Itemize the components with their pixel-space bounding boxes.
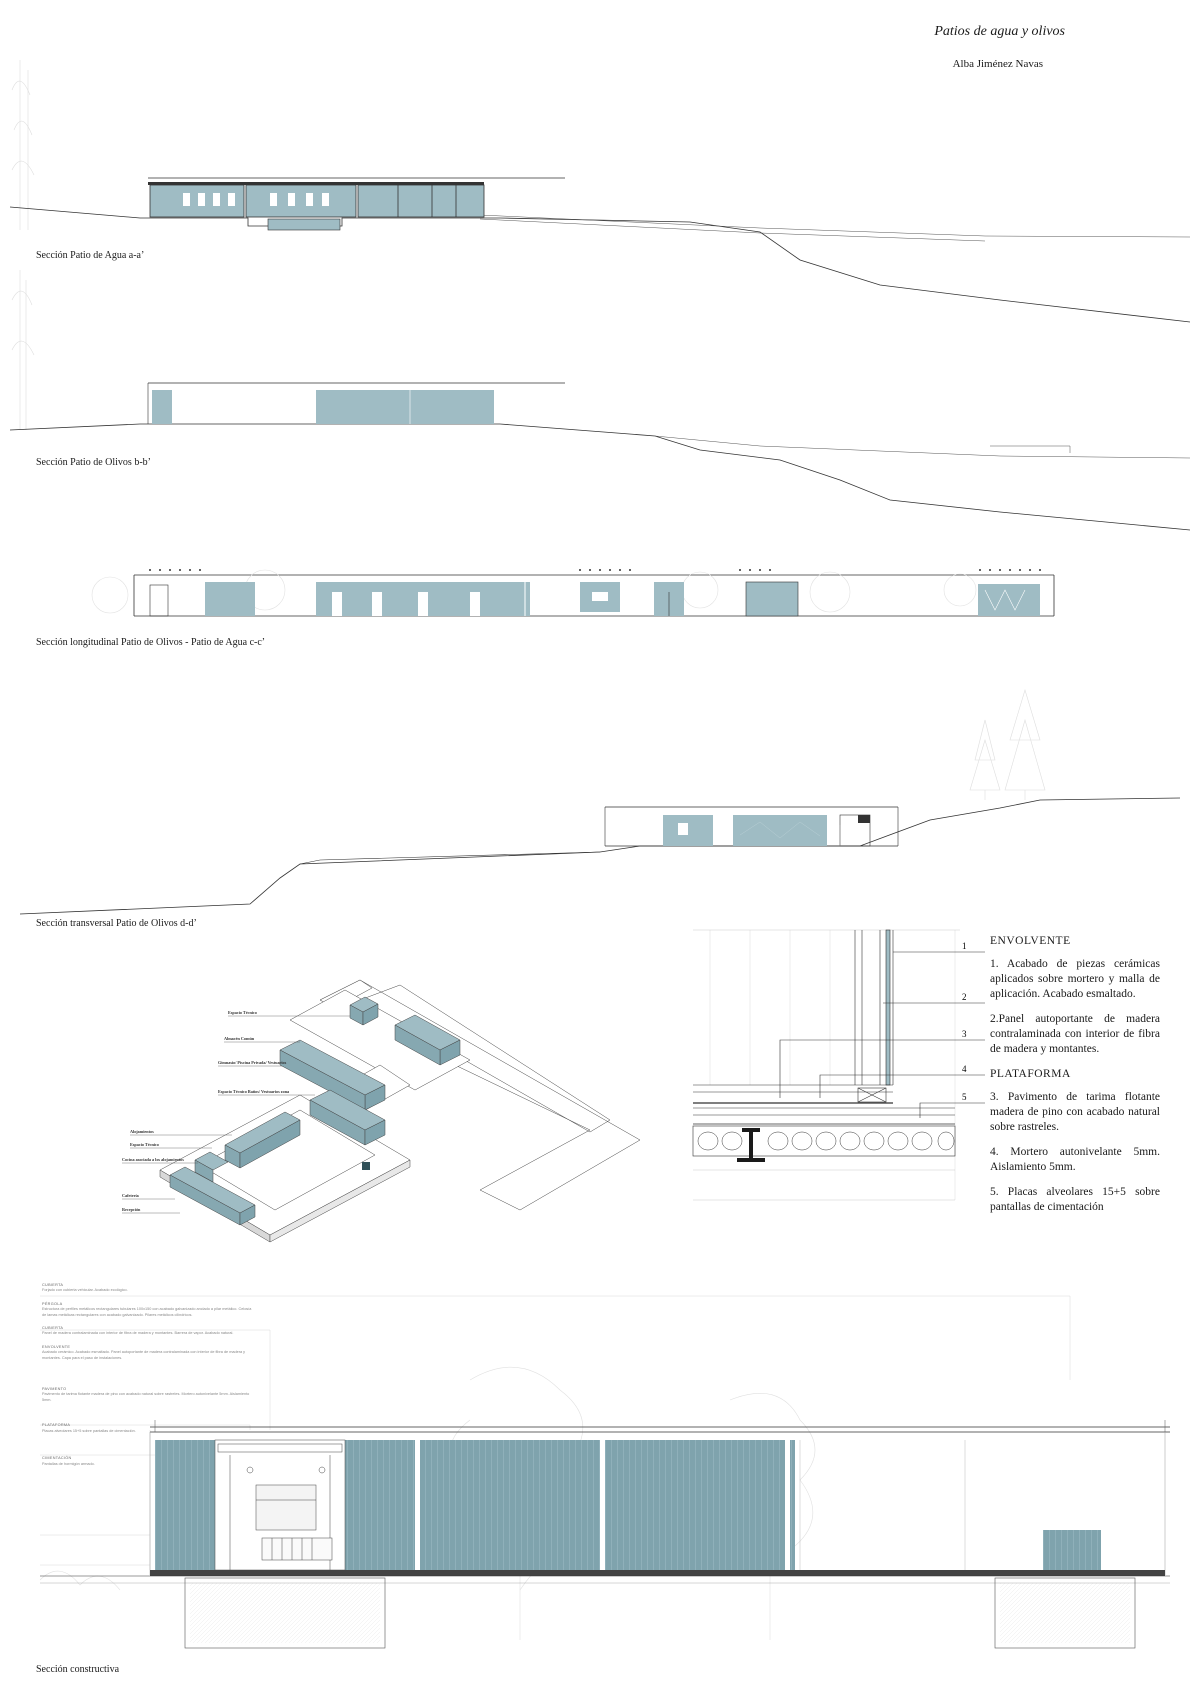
axo-label-espacio-tecnico: Espacio Técnico bbox=[228, 1010, 257, 1015]
sheet-title: Patios de agua y olivos bbox=[934, 24, 1065, 39]
construction-detail bbox=[692, 929, 985, 1201]
axonometric-leaders bbox=[122, 1015, 350, 1214]
note-cubierta-text: Forjado con cubierta vehicular. Acabado … bbox=[42, 1288, 128, 1293]
detail-number-3: 3 bbox=[962, 1029, 967, 1039]
section-caption-b: Sección Patio de Olivos b-b’ bbox=[36, 457, 151, 468]
note-pavimento-text: Pavimento de tarima flotante madera de p… bbox=[42, 1392, 250, 1402]
note-pergola-text: Estructura de perfiles metálicos rectang… bbox=[42, 1307, 252, 1317]
axo-label-alojamientos: Alojamientos bbox=[130, 1129, 154, 1134]
note-plataforma-title: PLATAFORMA bbox=[42, 1423, 71, 1428]
axo-label-banos: Espacio Técnico Baños/ Vestuarios zona bbox=[218, 1089, 290, 1094]
section-caption-a: Sección Patio de Agua a-a’ bbox=[36, 250, 145, 261]
section-c-drawing bbox=[91, 569, 1055, 617]
detail-number-5: 5 bbox=[962, 1092, 967, 1102]
terrain-line-b bbox=[9, 423, 1191, 531]
note-cubierta-title: CUBIERTA bbox=[42, 1283, 64, 1287]
note-plataforma-text: Placas alveolares 15+5 sobre pantallas d… bbox=[42, 1428, 136, 1433]
axo-label-almacen: Almacén Común bbox=[224, 1036, 255, 1041]
detail-number-4: 4 bbox=[962, 1064, 967, 1074]
note-cimentacion-text: Pantallas de hormigón armado. bbox=[42, 1461, 95, 1466]
author-name: Alba Jiménez Navas bbox=[952, 58, 1043, 70]
detail-number-1: 1 bbox=[962, 941, 967, 951]
note-envolvente-text: Acabado cerámico. Acabado esmaltado. Pan… bbox=[42, 1350, 246, 1360]
axo-label-espacio-tecnico-2: Espacio Técnico bbox=[130, 1142, 159, 1147]
legend-item-5: 5. Placas alveolares 15+5 sobre pantalla… bbox=[990, 1186, 1160, 1213]
detail-legend: ENVOLVENTE 1. Acabado de piezas cerámica… bbox=[990, 930, 1160, 1225]
terrain-line-d bbox=[19, 797, 1181, 915]
note-cubierta2-title: CUBIERTA bbox=[42, 1326, 64, 1331]
legend-item-1: 1. Acabado de piezas cerámicas aplicados… bbox=[990, 958, 1160, 1000]
axo-label-recepcion: Recepción bbox=[122, 1207, 141, 1212]
axo-label-cocina: Cocina asociada a los alojamientos bbox=[122, 1157, 184, 1162]
legend-plataforma-title: PLATAFORMA bbox=[990, 1068, 1071, 1080]
axo-label-cafeteria: Cafetería bbox=[122, 1193, 140, 1198]
section-a-drawing bbox=[9, 177, 1191, 323]
background-trees-left bbox=[11, 60, 35, 430]
legend-envolvente-title: ENVOLVENTE bbox=[990, 935, 1071, 947]
constructive-notes: CUBIERTA Forjado con cubierta vehicular.… bbox=[42, 1281, 256, 1475]
legend-item-3: 3. Pavimento de tarima flotante madera d… bbox=[990, 1091, 1160, 1133]
legend-item-4: 4. Mortero autonivelante 5mm. Aislamient… bbox=[990, 1146, 1160, 1173]
terrain-line-a bbox=[9, 206, 1191, 323]
section-d-drawing bbox=[19, 688, 1181, 915]
note-pergola-title: PÉRGOLA bbox=[42, 1301, 63, 1306]
section-caption-constructive: Sección constructiva bbox=[36, 1664, 120, 1675]
note-cubierta2-text: Panel de madera contralaminada con inter… bbox=[42, 1331, 234, 1336]
section-b-drawing bbox=[9, 382, 1191, 531]
detail-number-2: 2 bbox=[962, 992, 967, 1002]
axo-label-gimnasio: Gimnasio/ Piscina Privada/ Vestuarios bbox=[218, 1060, 287, 1065]
note-pavimento-title: PAVIMENTO bbox=[42, 1387, 67, 1392]
legend-item-2: 2.Panel autoportante de madera contralam… bbox=[990, 1013, 1160, 1055]
note-cimentacion-title: CIMENTACIÓN bbox=[42, 1456, 72, 1461]
section-caption-d: Sección transversal Patio de Olivos d-d’ bbox=[36, 918, 197, 929]
axonometric-drawing bbox=[159, 979, 641, 1243]
note-envolvente-title: ENVOLVENTE bbox=[42, 1344, 71, 1349]
constructive-section bbox=[39, 1295, 1170, 1649]
section-caption-c: Sección longitudinal Patio de Olivos - P… bbox=[36, 637, 266, 648]
